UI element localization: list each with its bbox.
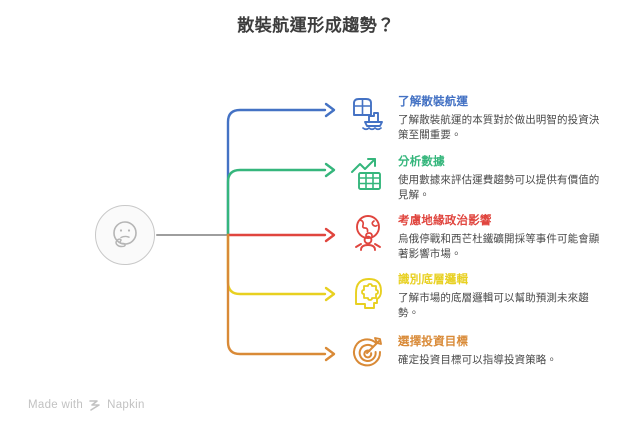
connector-branch-4 bbox=[226, 233, 327, 356]
footer-brand-label: Napkin bbox=[107, 399, 145, 411]
globe-person-icon bbox=[348, 213, 388, 255]
connector-branch-3 bbox=[226, 233, 327, 296]
thinking-face-icon bbox=[108, 218, 142, 252]
branch-description-0: 了解散裝航運的本質對於做出明智的投資決策至關重要。 bbox=[398, 114, 600, 141]
connector-branch-0 bbox=[226, 108, 327, 237]
branch-text-4: 選擇投資目標 確定投資目標可以指導投資策略。 bbox=[398, 334, 606, 368]
branch-item-4[interactable]: 選擇投資目標 確定投資目標可以指導投資策略。 bbox=[348, 334, 606, 376]
branch-heading-2: 考慮地緣政治影響 bbox=[398, 215, 492, 227]
branch-item-3[interactable]: 識別底層邏輯 了解市場的底層邏輯可以幫助預測未來趨勢。 bbox=[348, 272, 606, 320]
footer-made-with-label: Made with bbox=[28, 399, 84, 411]
branch-description-4: 確定投資目標可以指導投資策略。 bbox=[398, 354, 557, 366]
arrow-head-2 bbox=[324, 227, 336, 243]
page-title: 散裝航運形成趨勢？ bbox=[237, 16, 395, 35]
branch-heading-3: 識別底層邏輯 bbox=[398, 274, 469, 286]
branch-text-1: 分析數據 使用數據來評估運費趨勢可以提供有價值的見解。 bbox=[398, 154, 606, 202]
branch-item-0[interactable]: 了解散裝航運 了解散裝航運的本質對於做出明智的投資決策至關重要。 bbox=[348, 94, 606, 142]
branch-item-1[interactable]: 分析數據 使用數據來評估運費趨勢可以提供有價值的見解。 bbox=[348, 154, 606, 202]
branch-description-2: 烏俄停戰和西芒杜鐵礦開採等事件可能會顯著影響市場。 bbox=[398, 233, 600, 260]
branch-text-2: 考慮地緣政治影響 烏俄停戰和西芒杜鐵礦開採等事件可能會顯著影響市場。 bbox=[398, 213, 606, 261]
branch-text-0: 了解散裝航運 了解散裝航運的本質對於做出明智的投資決策至關重要。 bbox=[398, 94, 606, 142]
connector-branch-1 bbox=[226, 168, 327, 237]
arrow-head-3 bbox=[324, 286, 336, 302]
arrow-head-0 bbox=[324, 102, 336, 118]
branch-heading-1: 分析數據 bbox=[398, 156, 445, 168]
napkin-logo-icon bbox=[89, 400, 100, 411]
branch-description-1: 使用數據來評估運費趨勢可以提供有價值的見解。 bbox=[398, 174, 600, 201]
arrow-head-4 bbox=[324, 346, 336, 362]
center-node[interactable] bbox=[95, 205, 155, 265]
branch-heading-0: 了解散裝航運 bbox=[398, 96, 469, 108]
branch-heading-4: 選擇投資目標 bbox=[398, 336, 469, 348]
branch-description-3: 了解市場的底層邏輯可以幫助預測未來趨勢。 bbox=[398, 292, 589, 319]
cargo-ship-icon bbox=[348, 94, 388, 136]
head-puzzle-brain-icon bbox=[348, 272, 388, 314]
arrow-head-1 bbox=[324, 162, 336, 178]
footer-attribution[interactable]: Made with Napkin bbox=[28, 398, 145, 412]
branch-item-2[interactable]: 考慮地緣政治影響 烏俄停戰和西芒杜鐵礦開採等事件可能會顯著影響市場。 bbox=[348, 213, 606, 261]
branch-text-3: 識別底層邏輯 了解市場的底層邏輯可以幫助預測未來趨勢。 bbox=[398, 272, 606, 320]
target-dart-icon bbox=[348, 334, 388, 376]
growth-chart-table-icon bbox=[348, 154, 388, 196]
